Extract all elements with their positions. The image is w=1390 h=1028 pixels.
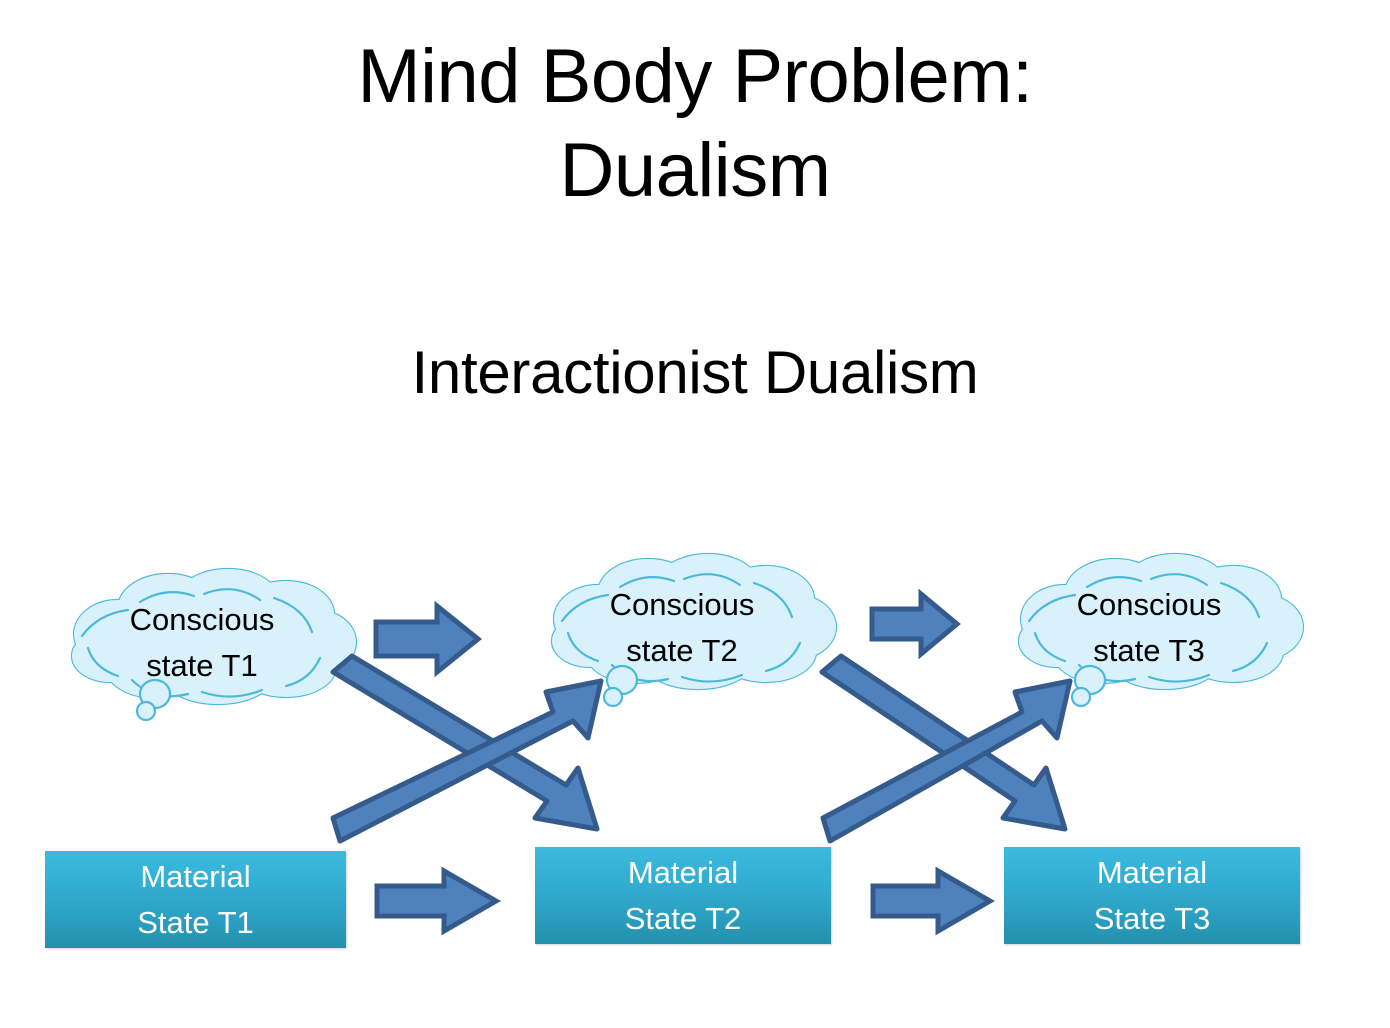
conscious-state-1-cloud: [70, 567, 358, 722]
arrow-material1-to-conscious2: [330, 678, 604, 844]
arrow-material1-to-material2: [374, 866, 502, 936]
arrow-conscious2-to-material3: [819, 653, 1068, 832]
arrow-material2-to-conscious3: [820, 678, 1073, 844]
title-line-1: Mind Body Problem:: [357, 34, 1033, 119]
material-state-1-box: Material State T1: [45, 851, 346, 948]
title-line-2: Dualism: [559, 128, 832, 213]
material-state-3-line2: State T3: [1093, 900, 1211, 936]
arrow-conscious2-to-conscious3: [869, 588, 961, 660]
material-state-3-box: Material State T3: [1004, 847, 1300, 944]
arrow-conscious1-to-material2: [330, 653, 600, 832]
arrow-conscious1-to-conscious2: [373, 600, 482, 678]
conscious-state-3-cloud: [1017, 552, 1305, 708]
page-title: Mind Body Problem: Dualism: [0, 30, 1390, 218]
arrow-material2-to-material3: [870, 866, 996, 936]
conscious-state-2-cloud: [550, 552, 838, 708]
material-state-1-line2: State T1: [137, 904, 254, 940]
material-state-3-line1: Material: [1096, 854, 1208, 890]
page-subtitle: Interactionist Dualism: [0, 335, 1390, 411]
material-state-2-line2: State T2: [624, 900, 742, 936]
material-state-1-line1: Material: [140, 858, 251, 894]
subtitle-text: Interactionist Dualism: [411, 339, 979, 406]
material-state-2-line1: Material: [627, 854, 739, 890]
material-state-2-box: Material State T2: [535, 847, 831, 944]
